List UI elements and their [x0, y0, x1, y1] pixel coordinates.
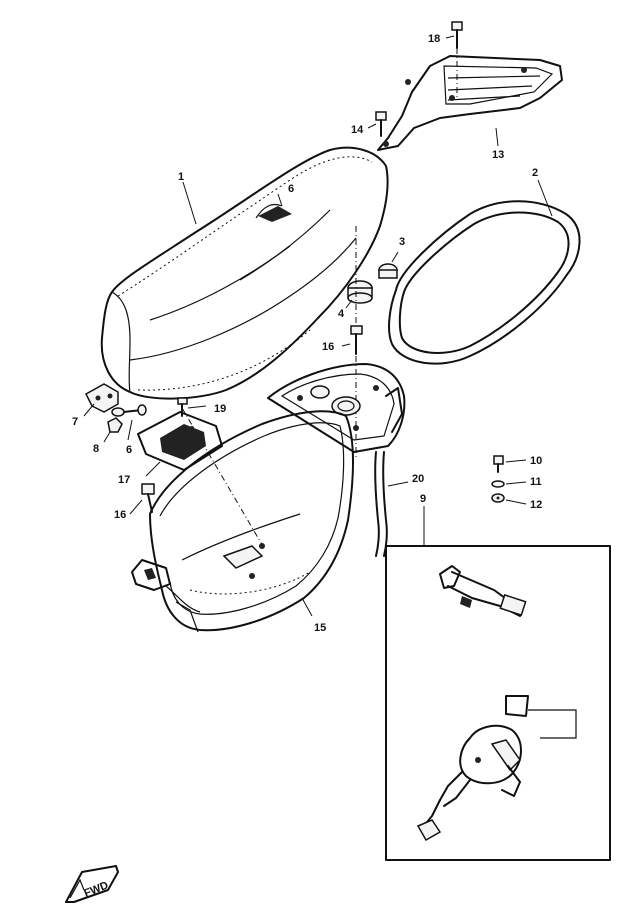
- callout-7: 7: [72, 416, 78, 428]
- screw-part-19: [177, 397, 188, 417]
- callout-12: 12: [530, 499, 542, 511]
- nut-part-3: [378, 263, 398, 279]
- hose-part-20: [374, 451, 388, 557]
- nut-part-12: [491, 493, 505, 503]
- callout-18: 18: [428, 33, 440, 45]
- washer-part-11: [491, 480, 505, 488]
- callout-20: 20: [412, 473, 424, 485]
- cover-plate-part-17: [137, 411, 223, 471]
- callout-3: 3: [399, 236, 405, 248]
- leader-4: [345, 299, 353, 309]
- callout-1: 1: [178, 171, 184, 183]
- callout-10: 10: [530, 455, 542, 467]
- leader-16b: [129, 499, 143, 515]
- callout-8: 8: [93, 443, 99, 455]
- leader-8: [103, 431, 111, 443]
- part-9-frame: [385, 545, 611, 861]
- leader-12: [505, 499, 527, 505]
- leader-7: [83, 403, 95, 417]
- leader-6a: [277, 193, 283, 207]
- leader-18: [445, 35, 455, 39]
- seal-part-2: [388, 200, 581, 365]
- leader-6b: [127, 419, 133, 441]
- leader-17: [145, 461, 161, 477]
- callout-4: 4: [338, 308, 345, 320]
- storage-box-part-15: [131, 363, 406, 633]
- callout-6b: 6: [126, 444, 132, 456]
- bolt-part-14: [375, 111, 387, 137]
- callout-15: 15: [314, 622, 326, 634]
- bolt-part-18: [451, 21, 463, 49]
- leader-2: [537, 179, 553, 217]
- leader-20: [387, 481, 409, 487]
- screw-part-10: [493, 455, 504, 473]
- leader-3: [391, 251, 399, 263]
- bolt-part-16-upper: [350, 325, 363, 355]
- leader-13: [495, 127, 499, 147]
- leader-10: [505, 459, 527, 463]
- callout-16a: 16: [322, 341, 334, 353]
- leader-14: [367, 123, 377, 129]
- collar-part-6: [111, 404, 147, 417]
- leader-11: [505, 481, 527, 485]
- damper-part-4: [347, 280, 373, 304]
- leader-16a: [341, 343, 351, 347]
- callout-17: 17: [118, 474, 130, 486]
- callout-14: 14: [351, 124, 364, 136]
- callout-2: 2: [532, 167, 538, 179]
- callout-11: 11: [530, 476, 542, 488]
- emblem-part-6: [255, 203, 292, 222]
- callout-6a: 6: [288, 183, 294, 195]
- leader-19: [187, 405, 207, 409]
- callout-13: 13: [492, 149, 504, 161]
- fwd-arrow-icon: [65, 865, 119, 903]
- seat-lock-assembly-part-9: [385, 506, 611, 861]
- callout-16b: 16: [114, 509, 126, 521]
- fwd-label: FWD: [82, 879, 110, 900]
- callout-9: 9: [420, 493, 426, 505]
- callout-19: 19: [214, 403, 226, 415]
- rear-carrier-part-13: [377, 55, 563, 151]
- nut-part-8: [107, 417, 123, 433]
- leader-15: [301, 597, 313, 617]
- seat-part-1: [100, 146, 389, 400]
